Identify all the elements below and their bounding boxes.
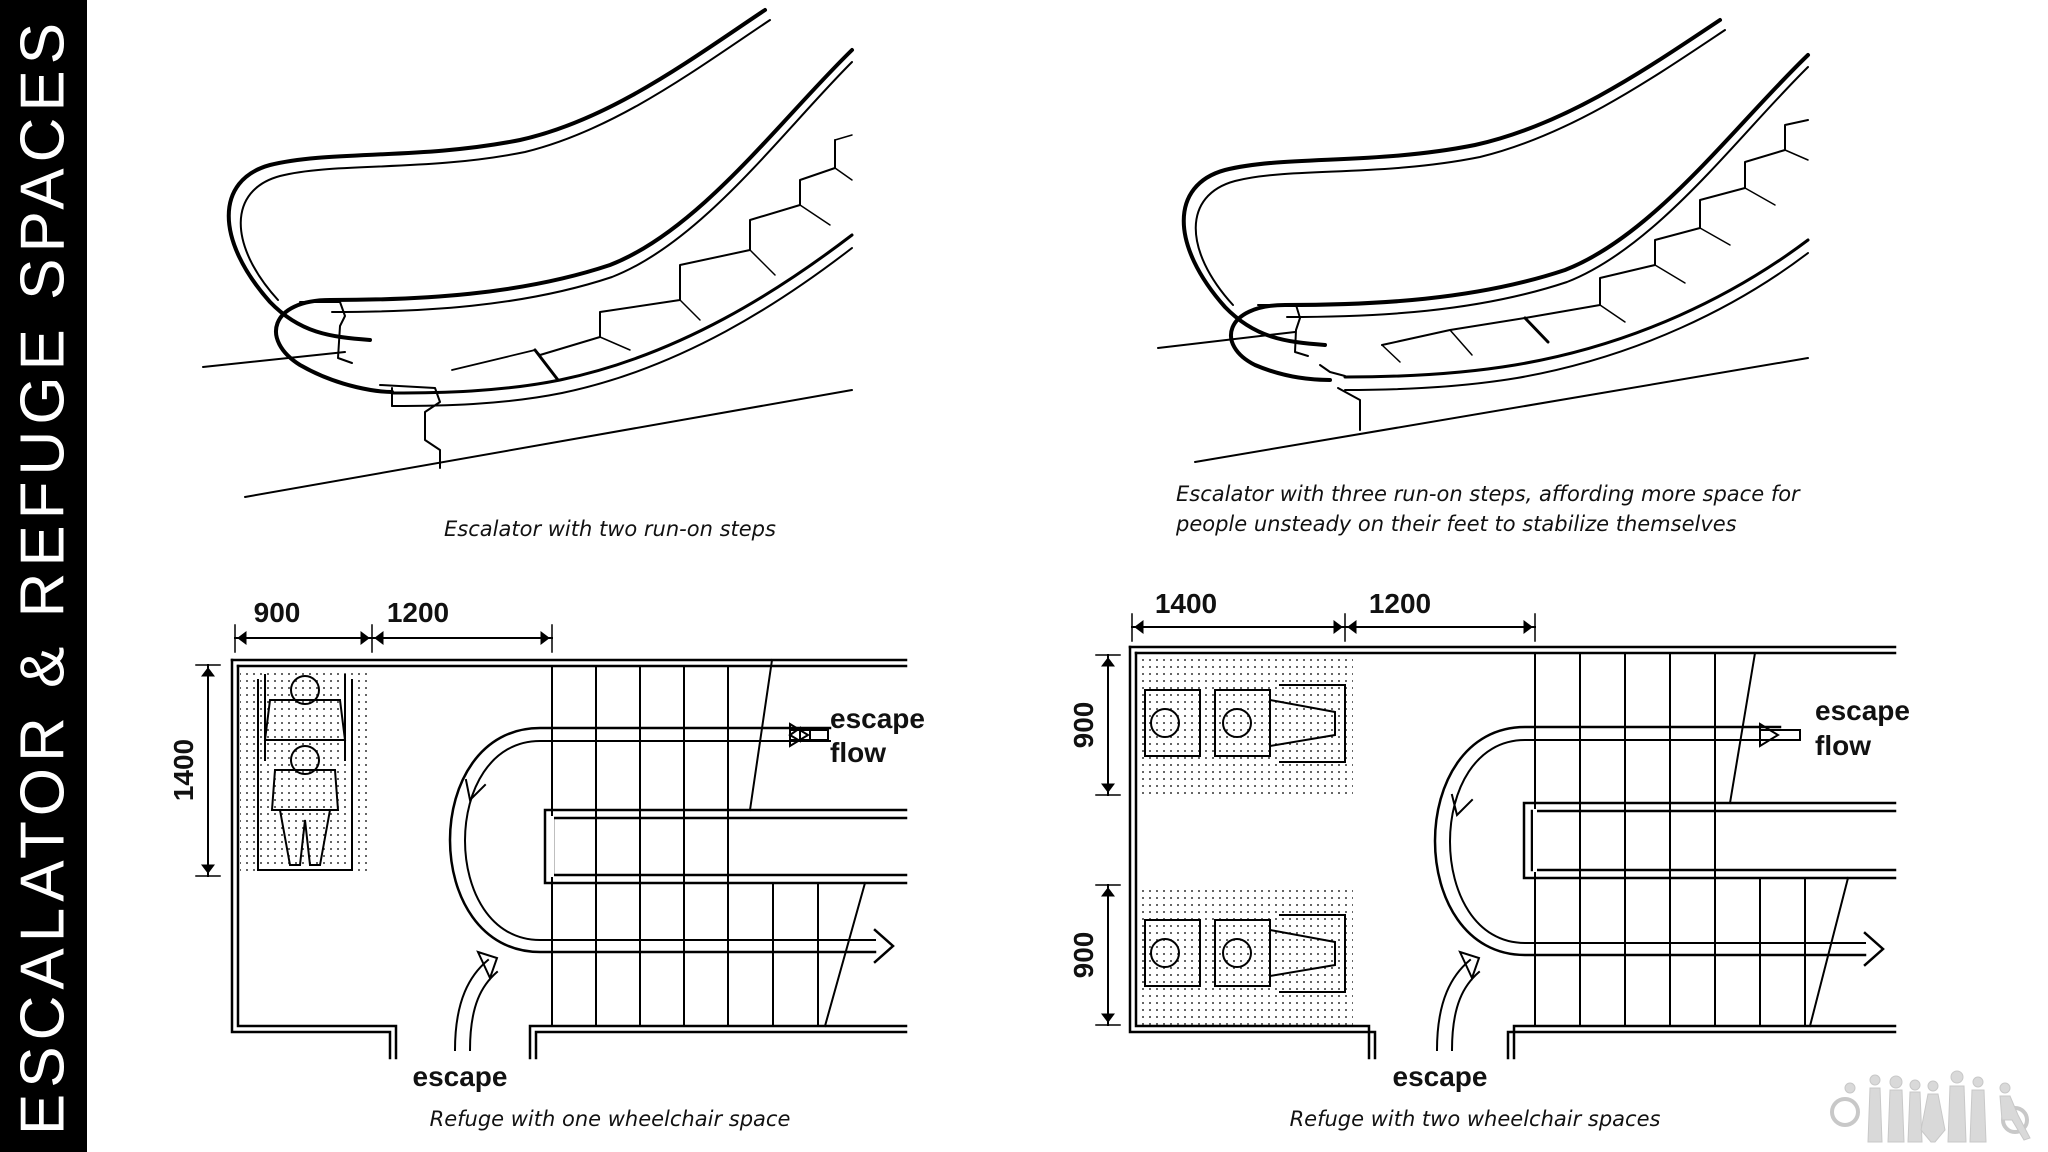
dim-one-depth: 1400 xyxy=(168,739,199,801)
dim-two-depth-top: 900 xyxy=(1068,702,1099,749)
dim-one-space-width: 900 xyxy=(254,597,301,628)
escape-label-2: escape xyxy=(1393,1061,1488,1092)
wheelchair-users-bottom-icon xyxy=(1144,914,1346,993)
caption-escalator-two: Escalator with two run-on steps xyxy=(444,517,776,541)
refuge-one-space-plan xyxy=(195,624,908,1060)
dim-two-depth-bottom: 900 xyxy=(1068,932,1099,979)
escape-flow-label-2b: flow xyxy=(1815,730,1871,761)
escape-label-1: escape xyxy=(413,1061,508,1092)
caption-escalator-three-line1: Escalator with three run-on steps, affor… xyxy=(1176,482,1801,506)
sidebar: ESCALATOR & REFUGE SPACES xyxy=(0,0,87,1152)
dim-one-clear-width: 1200 xyxy=(387,597,449,628)
dim-two-clear-width: 1200 xyxy=(1369,588,1431,619)
refuge-two-spaces-plan xyxy=(1095,613,1897,1060)
escape-flow-label-1b: flow xyxy=(830,737,886,768)
dim-two-space-width: 1400 xyxy=(1155,588,1217,619)
escalator-three-steps-drawing xyxy=(1157,18,1810,463)
escape-flow-label-2a: escape xyxy=(1815,695,1910,726)
escape-flow-label-1a: escape xyxy=(830,703,925,734)
wheelchair-user-icon xyxy=(257,674,353,871)
escalator-two-steps-drawing xyxy=(202,8,854,498)
accessibility-people-logo xyxy=(1830,1070,2031,1143)
wheelchair-users-top-icon xyxy=(1144,684,1346,763)
caption-refuge-two: Refuge with two wheelchair spaces xyxy=(1290,1107,1661,1131)
caption-refuge-one: Refuge with one wheelchair space xyxy=(430,1107,791,1131)
caption-escalator-three-line2: people unsteady on their feet to stabili… xyxy=(1175,512,1737,536)
